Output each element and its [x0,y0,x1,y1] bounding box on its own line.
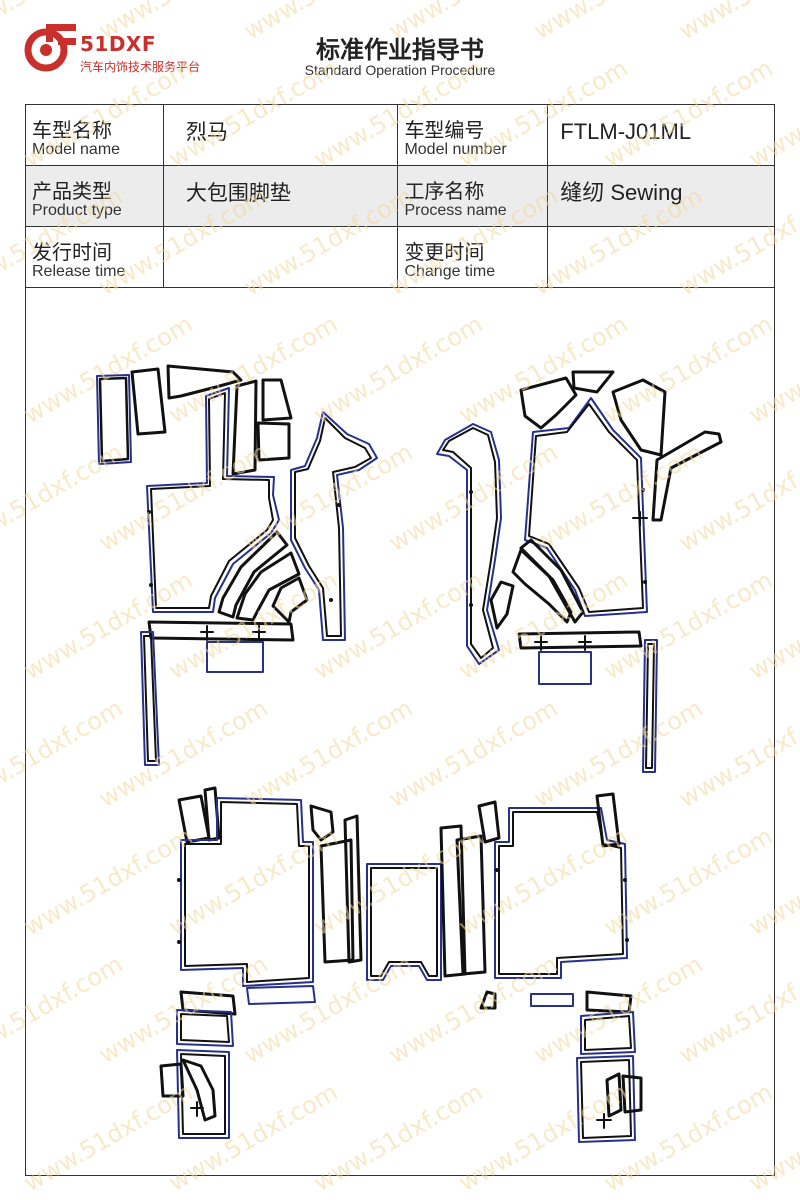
document-subtitle: Standard Operation Procedure [304,62,496,78]
model-number-label-cell: 车型编号 Model number [397,104,549,166]
brand-subtitle: 汽车内饰技术服务平台 [80,60,201,74]
front-left-mat-group [96,364,378,766]
change-time-label-en: Change time [404,263,496,280]
pattern-piece [576,1055,636,1143]
release-time-label-cn: 发行时间 [32,240,112,264]
release-time-label-en: Release time [32,263,126,280]
product-type-value-cell: 大包围脚垫 [162,165,399,227]
change-time-value-cell [547,226,775,288]
model-number-value-cell: FTLM-J01ML [547,104,775,166]
product-type-label-en: Product type [32,202,122,219]
pattern-piece [96,374,132,465]
model-name-label-cn: 车型名称 [32,118,112,142]
pattern-piece [494,807,628,979]
51dxf-logo-icon [24,24,76,72]
model-name-label-en: Model name [32,141,121,158]
model-number-label-cn: 车型编号 [404,118,485,142]
pattern-piece [180,797,314,987]
pattern-piece [290,411,378,641]
document-title: 标准作业指导书 [316,36,484,64]
model-name-value-cell: 烈马 [162,104,399,166]
rear-mat-group [159,786,643,1143]
process-name-label-en: Process name [404,202,507,219]
front-right-mat-group [436,370,723,773]
model-number-label-en: Model number [404,141,507,158]
pattern-piece [524,397,648,617]
pattern-piece [130,367,167,436]
info-row-time: 发行时间 Release time 变更时间 Change time [25,226,775,288]
model-number-value: FTLM-J01ML [560,119,692,144]
product-type-label-cn: 产品类型 [32,179,112,203]
process-name-label-cn: 工序名称 [404,179,485,203]
info-table: 车型名称 Model name 烈马 车型编号 Model number FTL… [25,104,775,288]
pattern-drawing-frame [25,288,775,1176]
process-name-value-cell: 缝纫 Sewing [547,165,775,227]
pattern-piece [166,364,243,400]
model-name-value: 烈马 [185,120,228,144]
release-time-label-cell: 发行时间 Release time [25,226,164,288]
product-type-value: 大包围脚垫 [185,181,291,205]
change-time-label-cn: 变更时间 [404,240,485,264]
change-time-label-cell: 变更时间 Change time [397,226,549,288]
info-row-product: 产品类型 Product type 大包围脚垫 工序名称 Process nam… [25,165,775,227]
pattern-piece [176,1049,230,1139]
process-name-label-cell: 工序名称 Process name [397,165,549,227]
pattern-piece [146,387,280,613]
process-name-value: 缝纫 Sewing [560,180,683,205]
release-time-value-cell [162,226,399,288]
model-name-label-cell: 车型名称 Model name [25,104,164,166]
document-header: 51DXF 汽车内饰技术服务平台 标准作业指导书 Standard Operat… [0,0,800,100]
floor-mat-pattern-drawing [96,364,723,1143]
product-type-label-cell: 产品类型 Product type [25,165,164,227]
info-row-model: 车型名称 Model name 烈马 车型编号 Model number FTL… [25,104,775,166]
brand-name: 51DXF [80,32,157,56]
pattern-piece [366,863,442,981]
pattern-piece [436,423,502,665]
